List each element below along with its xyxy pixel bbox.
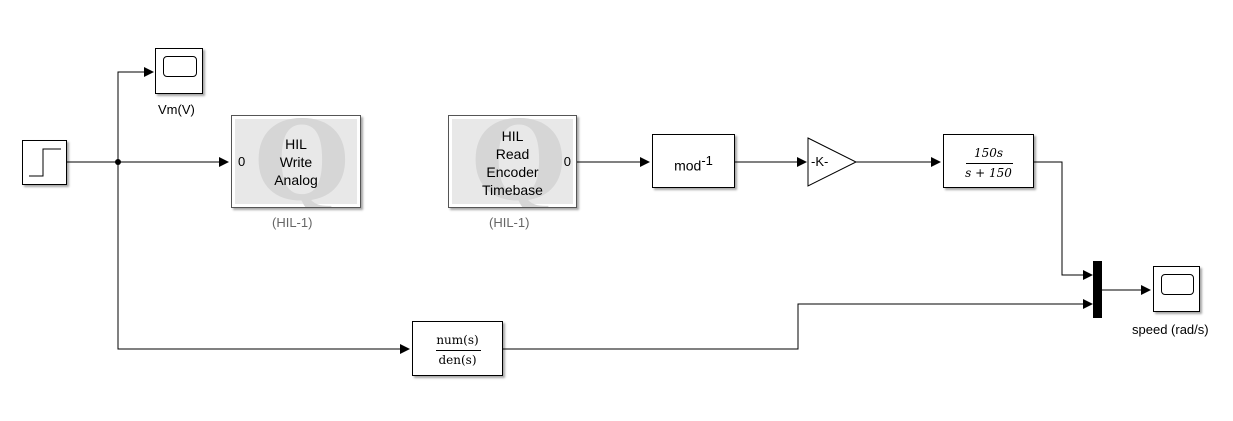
numden-numerator: num(s) [436,333,479,347]
mod-inverse-block[interactable]: mod-1 [652,134,735,188]
vm-scope-label: Vm(V) [158,102,195,117]
hil-read-caption: (HIL-1) [489,215,530,230]
hil-read-line-3: Encoder [486,164,539,180]
hil-read-line-1: HIL [501,128,524,144]
hil-read-output-port: 0 [563,154,571,169]
mod-block-text: mod-1 [674,153,713,174]
hil-write-analog-block[interactable]: Q 0 HIL Write Analog [231,115,361,208]
wire-to-vm-scope[interactable] [117,67,154,162]
quanser-q-logo: Q [254,115,350,208]
tf-fraction-line [966,163,1013,164]
wire-tf-to-mux[interactable] [1034,161,1093,280]
mux-block[interactable] [1093,261,1102,318]
branch-point [115,159,121,165]
hil-read-encoder-block[interactable]: Q 0 HIL Read Encoder Timebase [448,115,577,208]
speed-scope-label: speed (rad/s) [1132,322,1209,337]
numden-fraction-line [436,350,481,351]
speed-scope-block[interactable] [1153,266,1200,312]
hil-write-line-3: Analog [274,172,318,188]
hil-read-line-2: Read [495,146,530,162]
quanser-q-logo: Q [471,115,567,208]
tf-numerator: 150s [973,146,1004,160]
hil-write-line-1: HIL [285,136,307,152]
step-icon [29,148,61,177]
wire-numden-to-mux[interactable] [503,299,1093,350]
step-block[interactable] [22,140,67,185]
hil-write-line-2: Write [279,154,313,170]
gain-block-text: -K- [811,154,829,169]
gain-block-shape[interactable] [807,137,858,187]
numden-transfer-block[interactable]: num(s) den(s) [412,321,503,376]
hil-read-line-4: Timebase [482,182,543,198]
numden-denominator: den(s) [438,353,477,367]
hil-write-input-port: 0 [238,154,246,169]
transfer-function-block[interactable]: 150s s + 150 [943,134,1034,188]
scope-screen-icon [163,56,197,77]
tf-denominator: s + 150 [965,166,1012,180]
hil-write-caption: (HIL-1) [272,215,313,230]
scope-screen-icon [1161,274,1194,295]
vm-scope-block[interactable] [155,48,203,94]
wire-to-numden[interactable] [117,162,410,354]
